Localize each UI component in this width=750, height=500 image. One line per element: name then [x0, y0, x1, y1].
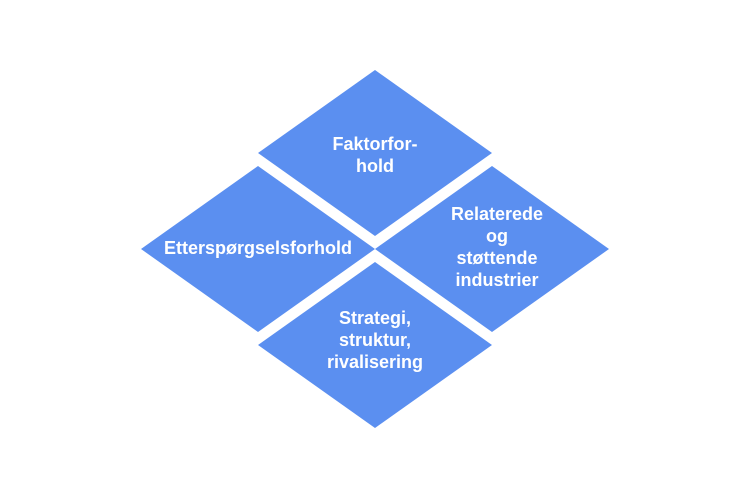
quadrant-top-shape [258, 70, 492, 236]
quadrant-bottom-line: struktur, [338, 330, 412, 350]
quadrant-top-line: hold [356, 156, 394, 176]
quadrant-right-line: industrier [455, 270, 539, 290]
quadrant-right-line: Relaterede [450, 204, 544, 224]
quadrant-top-label: Faktorfor- hold [300, 133, 450, 177]
quadrant-top-line: Faktorfor- [332, 134, 418, 154]
quadrant-right-line: og [486, 226, 508, 246]
quadrant-right-label: Relaterede og støttende industrier [432, 203, 562, 291]
quadrant-bottom-line: rivalisering [326, 352, 424, 372]
quadrant-left-shape [141, 166, 375, 332]
quadrant-bottom-shape [258, 262, 492, 428]
quadrant-left-line: Etterspørgselsforhold [163, 238, 353, 258]
quadrant-bottom-line: Strategi, [338, 308, 412, 328]
quadrant-bottom-label: Strategi, struktur, rivalisering [300, 307, 450, 373]
quadrant-right-shape [375, 166, 609, 332]
quadrant-right-line: støttende [456, 248, 538, 268]
quadrant-left-label: Etterspørgselsforhold [148, 237, 368, 259]
